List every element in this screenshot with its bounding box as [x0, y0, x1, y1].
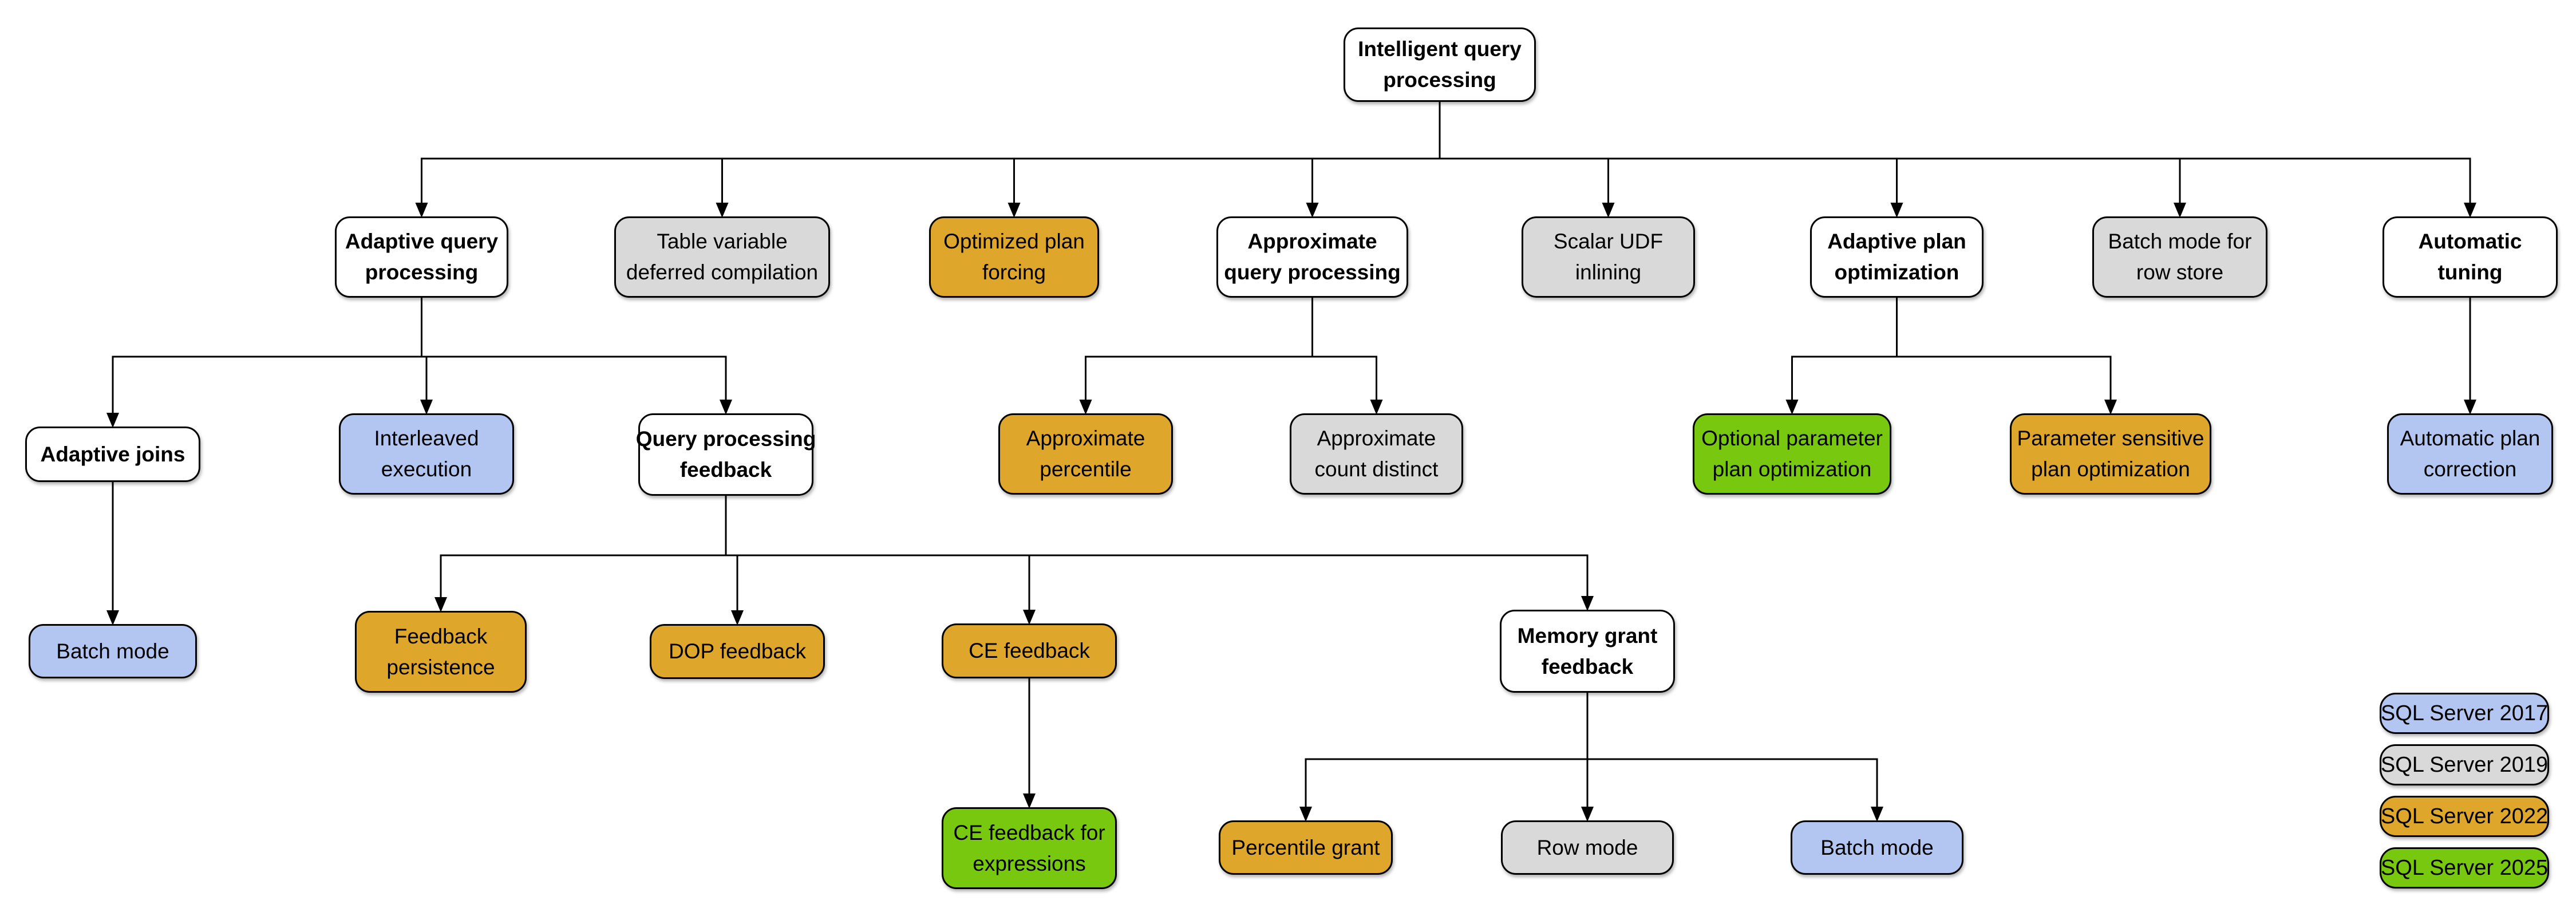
node-label: CE feedback — [969, 639, 1090, 662]
node-qpf: Query processing feedback — [635, 413, 816, 496]
connector-line — [434, 496, 727, 613]
connector-line — [725, 496, 1594, 611]
node-label: Batch mode — [56, 639, 169, 663]
node-label: Memory grant feedback — [1517, 623, 1658, 678]
node-label: CE feedback for expressions — [953, 820, 1105, 875]
node-label: Feedback persistence — [386, 624, 495, 679]
node-cef: CE feedback — [942, 623, 1117, 678]
legend-chip-2025: SQL Server 2025 — [2380, 847, 2549, 889]
connector-line — [1306, 102, 1441, 218]
legend-label: SQL Server 2025 — [2380, 856, 2549, 880]
node-label: Automatic tuning — [2418, 230, 2522, 284]
node-label: Percentile grant — [1231, 835, 1380, 859]
node-label: Parameter sensitive plan optimization — [2017, 427, 2204, 481]
legend-label: SQL Server 2019 — [2380, 753, 2549, 777]
node-label: Table variable deferred compilation — [626, 230, 819, 284]
node-rm: Row mode — [1501, 820, 1674, 875]
node-mgf: Memory grant feedback — [1500, 610, 1675, 693]
node-aqpr: Approximate query processing — [1216, 216, 1408, 298]
connector-line — [421, 298, 732, 415]
node-label: Approximate count distinct — [1314, 427, 1439, 481]
legend-chip-2017: SQL Server 2017 — [2380, 693, 2549, 734]
connector-line — [725, 496, 1036, 625]
node-dopf: DOP feedback — [650, 624, 825, 679]
node-label: Optimized plan forcing — [943, 230, 1085, 284]
node-bm2: Batch mode — [1791, 820, 1963, 875]
connector-line — [1299, 693, 1589, 822]
node-label: Intelligent query processing — [1358, 37, 1522, 92]
node-label: Row mode — [1536, 835, 1638, 859]
connector-line — [725, 496, 744, 626]
legend-label: SQL Server 2022 — [2380, 804, 2549, 828]
node-pspo: Parameter sensitive plan optimization — [2010, 413, 2211, 495]
node-label: Scalar UDF inlining — [1553, 230, 1664, 284]
node-ie: Interleaved execution — [339, 413, 514, 495]
legend-chip-2022: SQL Server 2022 — [2380, 796, 2549, 837]
node-aqp: Adaptive query processing — [335, 216, 508, 298]
node-tvdc: Table variable deferred compilation — [614, 216, 830, 298]
connector-line — [1785, 298, 1898, 415]
node-label: Batch mode for row store — [2108, 230, 2252, 284]
connector-line — [1439, 102, 2476, 218]
connector-line — [1896, 298, 2117, 415]
node-sui: Scalar UDF inlining — [1522, 216, 1695, 298]
node-label: Adaptive query processing — [345, 230, 499, 284]
node-label: Query processing feedback — [635, 427, 816, 481]
node-iqp: Intelligent query processing — [1344, 27, 1536, 102]
node-pg: Percentile grant — [1219, 820, 1393, 875]
connector-line — [1079, 298, 1313, 415]
node-oppo: Optional parameter plan optimization — [1693, 413, 1891, 495]
node-label: Automatic plan correction — [2400, 427, 2541, 481]
node-acd: Approximate count distinct — [1290, 413, 1463, 495]
node-ap: Approximate percentile — [998, 413, 1173, 495]
node-label: Approximate percentile — [1026, 427, 1145, 481]
node-bmrs: Batch mode for row store — [2092, 216, 2267, 298]
node-bm1: Batch mode — [29, 624, 197, 678]
node-aj: Adaptive joins — [25, 427, 200, 482]
node-label: Adaptive joins — [40, 442, 185, 466]
node-fp: Feedback persistence — [355, 611, 527, 693]
node-at: Automatic tuning — [2383, 216, 2558, 298]
connector-line — [106, 298, 422, 428]
node-apc: Automatic plan correction — [2387, 413, 2553, 495]
node-label: DOP feedback — [669, 639, 806, 663]
node-label: Approximate query processing — [1224, 230, 1401, 284]
node-label: Batch mode — [1820, 835, 1934, 859]
node-opf: Optimized plan forcing — [929, 216, 1099, 298]
connector-line — [1586, 693, 1883, 822]
legend-label: SQL Server 2017 — [2380, 701, 2549, 725]
connector-line — [1311, 298, 1383, 415]
node-label: Interleaved execution — [374, 427, 479, 481]
node-apo: Adaptive plan optimization — [1810, 216, 1984, 298]
legend-chip-2019: SQL Server 2019 — [2380, 744, 2549, 785]
node-cefe: CE feedback for expressions — [942, 807, 1117, 889]
node-label: Optional parameter plan optimization — [1701, 427, 1883, 481]
node-label: Adaptive plan optimization — [1827, 230, 1966, 284]
